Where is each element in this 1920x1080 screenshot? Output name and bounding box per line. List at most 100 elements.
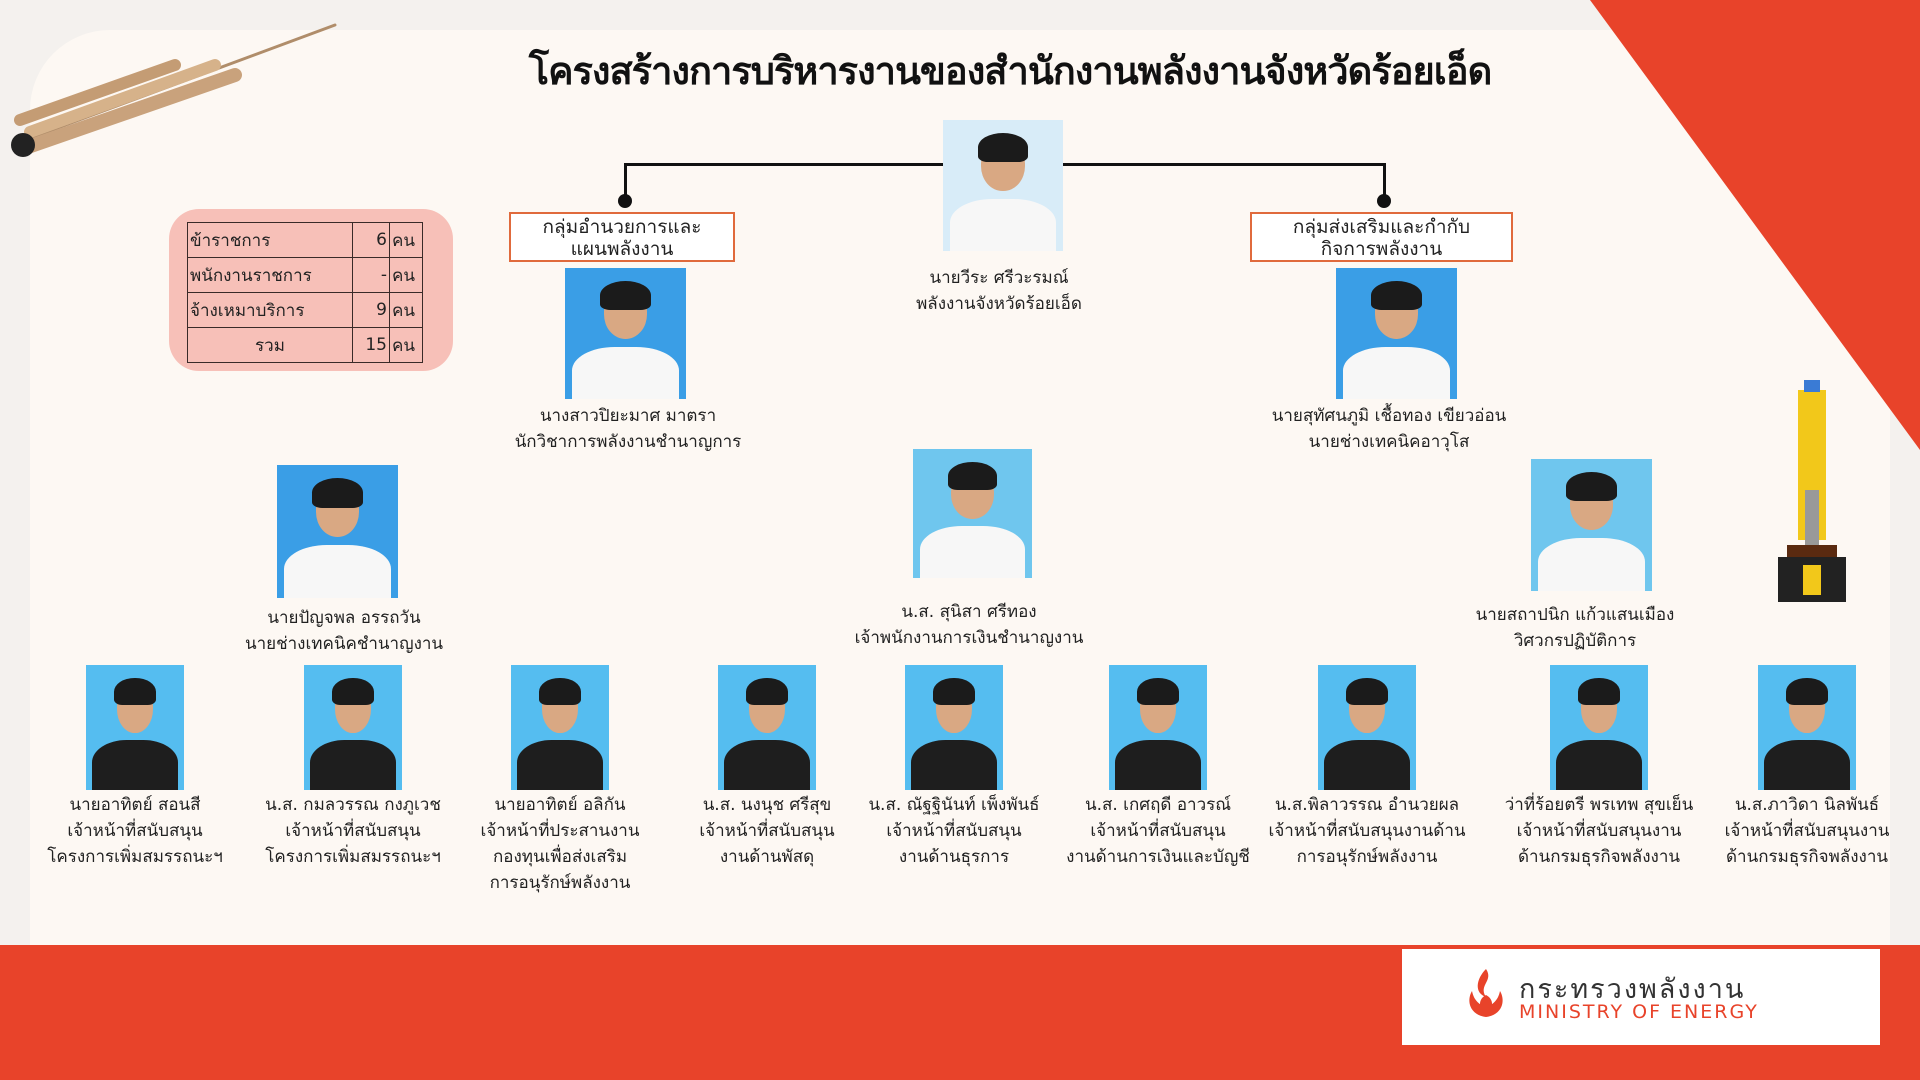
connector-dot [1377, 194, 1391, 208]
group-title-line: กลุ่มส่งเสริมและกำกับ [1292, 216, 1471, 238]
portrait-photo [86, 665, 184, 790]
person-position: เจ้าหน้าที่สนับสนุน [67, 821, 203, 841]
portrait-photo [565, 268, 686, 399]
connector-dot [618, 194, 632, 208]
person-position: โครงการเพิ่มสมรรถนะฯ [47, 847, 223, 867]
stats-label: ข้าราชการ [187, 222, 353, 258]
person-position: เจ้าหน้าที่สนับสนุนงาน [1516, 821, 1682, 841]
person-position: เจ้าพนักงานการเงินชำนาญงาน [854, 628, 1084, 648]
person-caption: นางสาวปิยะมาศ มาตรานักวิชาการพลังงานชำนา… [515, 403, 742, 455]
person-name: น.ส. สุนิสา ศรีทอง [901, 602, 1037, 622]
person-position: นักวิชาการพลังงานชำนาญการ [514, 432, 742, 452]
person-position: วิศวกรปฏิบัติการ [1513, 631, 1637, 651]
person-position: เจ้าหน้าที่ประสานงาน [480, 821, 640, 841]
person-position: เจ้าหน้าที่สนับสนุน [285, 821, 421, 841]
page-title: โครงสร้างการบริหารงานของสำนักงานพลังงานจ… [528, 49, 1493, 93]
person-position: ด้านกรมธุรกิจพลังงาน [1726, 847, 1888, 867]
portrait-photo [1550, 665, 1648, 790]
person-name: น.ส. เกศฤดี อาวรณ์ [1084, 795, 1232, 815]
person-caption: น.ส.พิลาวรรณ อำนวยผลเจ้าหน้าที่สนับสนุนง… [1269, 792, 1466, 870]
person-caption: น.ส. สุนิสา ศรีทองเจ้าพนักงานการเงินชำนา… [855, 599, 1084, 651]
stats-unit: คน [389, 292, 423, 328]
person-name: นายปัญจพล อรรถวัน [267, 608, 421, 628]
person-caption: นายสถาปนิก แก้วแสนเมืองวิศวกรปฏิบัติการ [1476, 602, 1675, 654]
portrait-photo [1531, 459, 1652, 591]
stats-count: - [352, 257, 390, 293]
person-position: งานด้านพัสดุ [719, 847, 815, 867]
person-position: การอนุรักษ์พลังงาน [489, 873, 631, 893]
person-position: เจ้าหน้าที่สนับสนุนงาน [1724, 821, 1890, 841]
person-name: ว่าที่ร้อยตรี พรเทพ สุขเย็น [1504, 795, 1694, 815]
portrait-photo [718, 665, 816, 790]
stats-label: รวม [187, 327, 353, 363]
person-caption: นายอาทิตย์ อลิกันเจ้าหน้าที่ประสานงานกอง… [481, 792, 640, 896]
person-position: การอนุรักษ์พลังงาน [1296, 847, 1438, 867]
person-caption: นายปัญจพล อรรถวันนายช่างเทคนิคชำนาญงาน [245, 605, 443, 657]
group-title-line: กิจการพลังงาน [1320, 238, 1443, 260]
portrait-photo [1758, 665, 1856, 790]
stats-count: 15 [352, 327, 390, 363]
portrait-photo [1336, 268, 1457, 399]
person-position: นายช่างเทคนิคชำนาญงาน [244, 634, 444, 654]
person-caption: นายอาทิตย์ สอนสีเจ้าหน้าที่สนับสนุนโครงก… [47, 792, 223, 870]
group-title-line: แผนพลังงาน [570, 238, 674, 260]
portrait-photo [905, 665, 1003, 790]
decorative-red-corner [1590, 0, 1920, 450]
stats-unit: คน [389, 222, 423, 258]
person-caption: น.ส. ณัฐฐินันท์ เพ็งพันธ์เจ้าหน้าที่สนับ… [868, 792, 1039, 870]
connector-line [1383, 163, 1386, 200]
person-name: น.ส. ณัฐฐินันท์ เพ็งพันธ์ [868, 795, 1040, 815]
group-box-admin-planning: กลุ่มอำนวยการและ แผนพลังงาน [509, 212, 735, 262]
portrait-photo [913, 449, 1032, 578]
ministry-of-energy-logo: กระทรวงพลังงาน MINISTRY OF ENERGY [1402, 949, 1880, 1045]
person-name: น.ส. กมลวรรณ กงภูเวช [265, 795, 441, 815]
stats-label: พนักงานราชการ [187, 257, 353, 293]
stats-unit: คน [389, 327, 423, 363]
person-name: นายอาทิตย์ สอนสี [69, 795, 201, 815]
person-name: นายอาทิตย์ อลิกัน [494, 795, 626, 815]
flame-logo-icon [1469, 969, 1503, 1017]
person-caption: ว่าที่ร้อยตรี พรเทพ สุขเย็นเจ้าหน้าที่สน… [1505, 792, 1694, 870]
person-position: กองทุนเพื่อส่งเสริม [492, 847, 628, 867]
person-name: น.ส.พิลาวรรณ อำนวยผล [1274, 795, 1460, 815]
person-caption: น.ส.ภาวิดา นิลพันธ์เจ้าหน้าที่สนับสนุนงา… [1725, 792, 1890, 870]
candle-decoration-icon [1778, 380, 1846, 602]
person-position: นายช่างเทคนิคอาวุโส [1308, 432, 1470, 452]
stats-unit: คน [389, 257, 423, 293]
person-position: โครงการเพิ่มสมรรถนะฯ [265, 847, 441, 867]
stats-count: 9 [352, 292, 390, 328]
stats-count: 6 [352, 222, 390, 258]
connector-line [624, 163, 627, 200]
person-position: เจ้าหน้าที่สนับสนุน [1090, 821, 1226, 841]
person-position: พลังงานจังหวัดร้อยเอ็ด [916, 294, 1082, 314]
person-name: น.ส. นงนุช ศรีสุข [702, 795, 832, 815]
person-position: เจ้าหน้าที่สนับสนุนงานด้าน [1268, 821, 1466, 841]
incense-decoration-icon [11, 23, 337, 157]
group-box-promotion-regulation: กลุ่มส่งเสริมและกำกับ กิจการพลังงาน [1250, 212, 1513, 262]
person-caption: น.ส. นงนุช ศรีสุขเจ้าหน้าที่สนับสนุนงานด… [699, 792, 834, 870]
portrait-photo [511, 665, 609, 790]
portrait-photo [277, 465, 398, 598]
person-position: งานด้านการเงินและบัญชี [1066, 847, 1250, 867]
person-name: นายวีระ ศรีวะรมณ์ [929, 268, 1069, 288]
portrait-photo [304, 665, 402, 790]
portrait-photo [1109, 665, 1207, 790]
person-caption: นายสุทัศนภูมิ เชื้อทอง เขียวอ่อนนายช่างเ… [1272, 403, 1507, 455]
person-name: นายสุทัศนภูมิ เชื้อทอง เขียวอ่อน [1271, 406, 1507, 426]
person-position: เจ้าหน้าที่สนับสนุน [699, 821, 835, 841]
person-position: เจ้าหน้าที่สนับสนุน [886, 821, 1022, 841]
person-name: น.ส.ภาวิดา นิลพันธ์ [1734, 795, 1880, 815]
logo-english-text: MINISTRY OF ENERGY [1519, 1001, 1759, 1023]
portrait-photo [943, 120, 1063, 251]
person-caption: น.ส. กมลวรรณ กงภูเวชเจ้าหน้าที่สนับสนุนโ… [265, 792, 441, 870]
person-name: นายสถาปนิก แก้วแสนเมือง [1475, 605, 1675, 625]
person-caption: นายวีระ ศรีวะรมณ์พลังงานจังหวัดร้อยเอ็ด [916, 265, 1082, 317]
portrait-photo [1318, 665, 1416, 790]
person-position: ด้านกรมธุรกิจพลังงาน [1518, 847, 1680, 867]
person-name: นางสาวปิยะมาศ มาตรา [539, 406, 717, 426]
logo-thai-text: กระทรวงพลังงาน [1519, 974, 1746, 1005]
